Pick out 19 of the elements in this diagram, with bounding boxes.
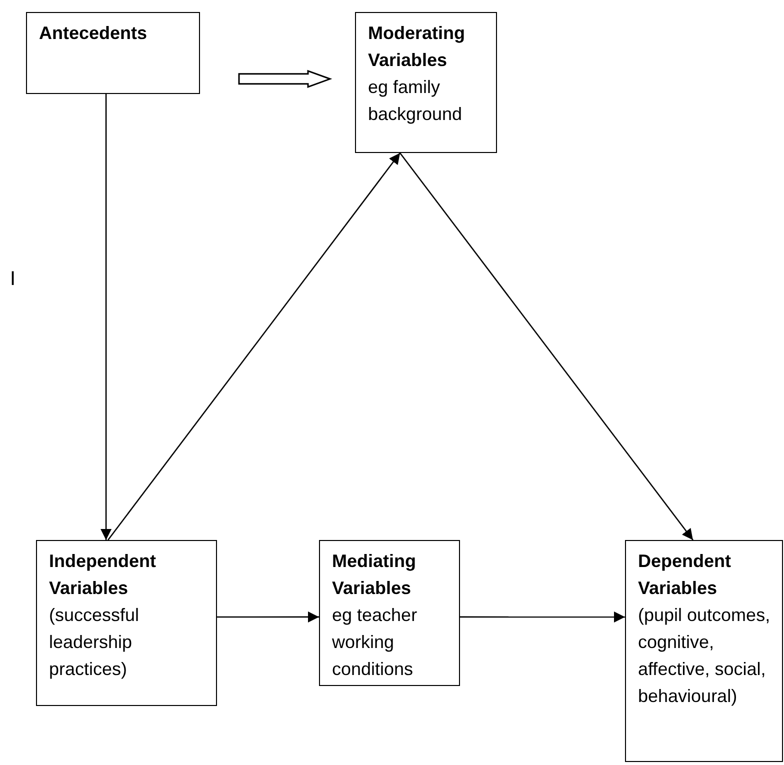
box-text: eg family background [368, 76, 464, 126]
box-heading: Independent Variables [49, 550, 157, 600]
arrow [108, 152, 401, 540]
arrow [100, 94, 112, 540]
box-heading: Dependent Variables [638, 550, 732, 600]
variable-box [625, 540, 783, 762]
variable-box [26, 12, 200, 94]
arrow [217, 611, 319, 622]
block-arrow [238, 70, 332, 88]
variable-box [36, 540, 217, 706]
box-text: (successful leadership practices) [49, 604, 140, 681]
box-text: (pupil outcomes, cognitive, affective, social, behavioural) [638, 604, 772, 708]
box-heading: Antecedents [39, 22, 148, 45]
variable-box [319, 540, 460, 686]
variable-box [355, 12, 497, 153]
text-cursor-mark: I [10, 268, 16, 291]
arrow [400, 152, 694, 540]
arrow [460, 612, 625, 623]
box-text: eg teacher working conditions [332, 604, 418, 681]
